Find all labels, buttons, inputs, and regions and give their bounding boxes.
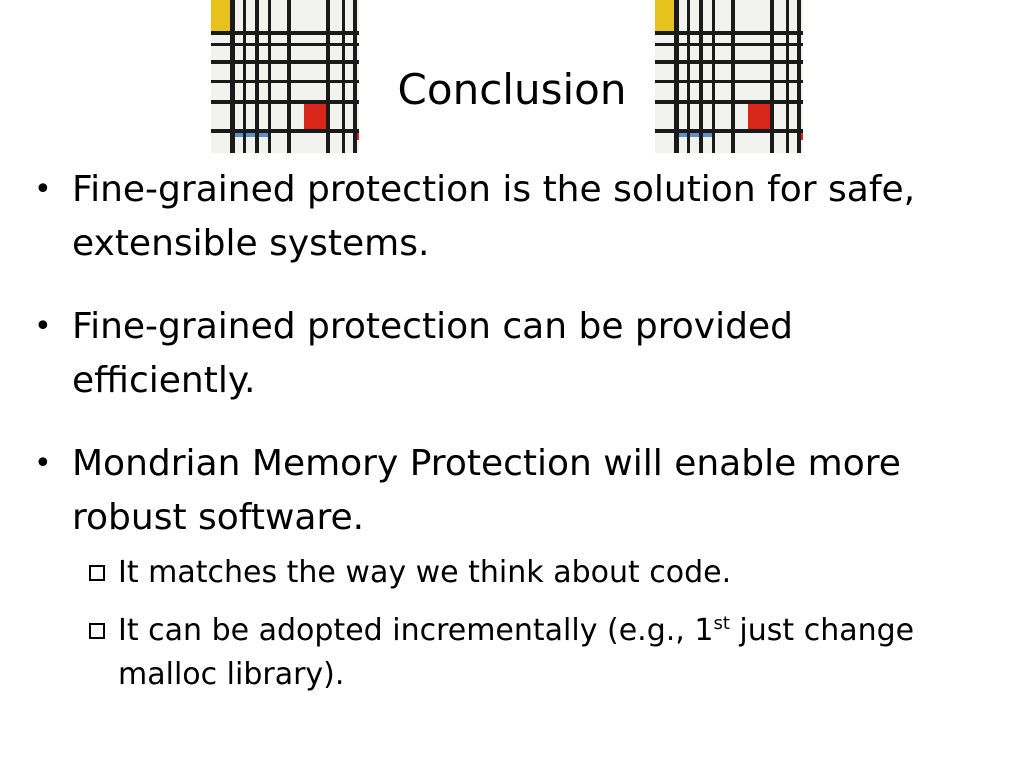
ordinal-superscript: st: [713, 613, 730, 634]
hollow-square-icon: [89, 565, 105, 581]
hollow-square-icon: [89, 623, 105, 639]
mondrian-painting-right: [655, 0, 803, 153]
sub-bullet-text-1: It matches the way we think about code.: [118, 555, 732, 590]
sub-bullet-item-2: It can be adopted incrementally (e.g., 1…: [72, 609, 986, 697]
bullet-text-1: Fine-grained protection is the solution …: [72, 169, 916, 264]
sub-bullet-text-2b: just change malloc library).: [118, 613, 915, 692]
bullet-item-1: • Fine-grained protection is the solutio…: [26, 163, 986, 271]
bullet-dot-icon: •: [34, 446, 52, 481]
bullet-item-3: • Mondrian Memory Protection will enable…: [26, 437, 986, 697]
mondrian-painting-left: [211, 0, 359, 153]
sub-bullet-text-2a: It can be adopted incrementally (e.g., 1: [118, 613, 714, 648]
bullet-dot-icon: •: [34, 309, 52, 344]
bullet-text-3: Mondrian Memory Protection will enable m…: [72, 443, 901, 538]
bullet-item-2: • Fine-grained protection can be provide…: [26, 300, 986, 408]
bullet-list: • Fine-grained protection is the solutio…: [26, 163, 986, 711]
sub-bullet-list: It matches the way we think about code. …: [72, 551, 986, 697]
bullet-text-2: Fine-grained protection can be provided …: [72, 306, 793, 401]
sub-bullet-item-1: It matches the way we think about code.: [72, 551, 986, 595]
slide-title: Conclusion: [397, 65, 627, 114]
bullet-dot-icon: •: [34, 172, 52, 207]
